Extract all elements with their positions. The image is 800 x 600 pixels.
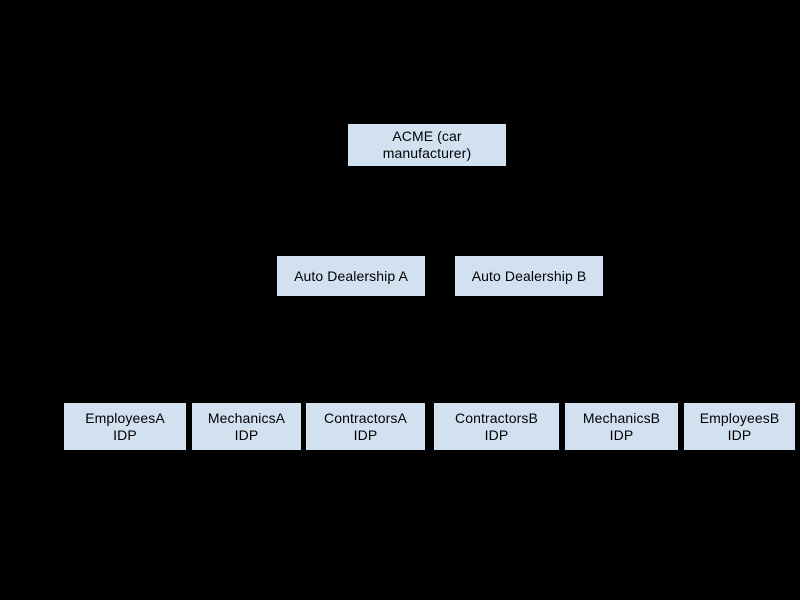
node-label: Auto Dealership B [471, 267, 587, 284]
node-contractors-a-idp[interactable]: ContractorsA IDP [306, 403, 425, 450]
node-label: MechanicsB IDP [582, 409, 661, 443]
node-mechanics-b-idp[interactable]: MechanicsB IDP [565, 403, 678, 450]
node-employees-b-idp[interactable]: EmployeesB IDP [684, 403, 795, 450]
connector-dealership-b-to-idps [496, 358, 740, 359]
connector-dealership-a-to-idps [125, 358, 427, 359]
connector-acme-to-dealership-a [426, 166, 427, 211]
node-label: MechanicsA IDP [207, 409, 286, 443]
node-label: ContractorsB IDP [455, 409, 538, 443]
node-auto-dealership-a[interactable]: Auto Dealership A [277, 256, 425, 296]
node-label: ContractorsA IDP [324, 409, 407, 443]
node-acme-car-manufacturer[interactable]: ACME (car manufacturer) [348, 124, 506, 166]
node-mechanics-a-idp[interactable]: MechanicsA IDP [192, 403, 301, 450]
connector-acme-to-dealership-b [351, 211, 529, 212]
node-label: Auto Dealership A [294, 267, 408, 284]
node-employees-a-idp[interactable]: EmployeesA IDP [64, 403, 186, 450]
node-label: EmployeesB IDP [699, 409, 780, 443]
node-auto-dealership-b[interactable]: Auto Dealership B [455, 256, 603, 296]
connector-dealership-b-down [529, 211, 530, 256]
node-label: ACME (car manufacturer) [382, 128, 472, 161]
node-contractors-b-idp[interactable]: ContractorsB IDP [434, 403, 559, 450]
node-label: EmployeesA IDP [85, 409, 165, 443]
connector-dealership-a-down [351, 211, 352, 256]
